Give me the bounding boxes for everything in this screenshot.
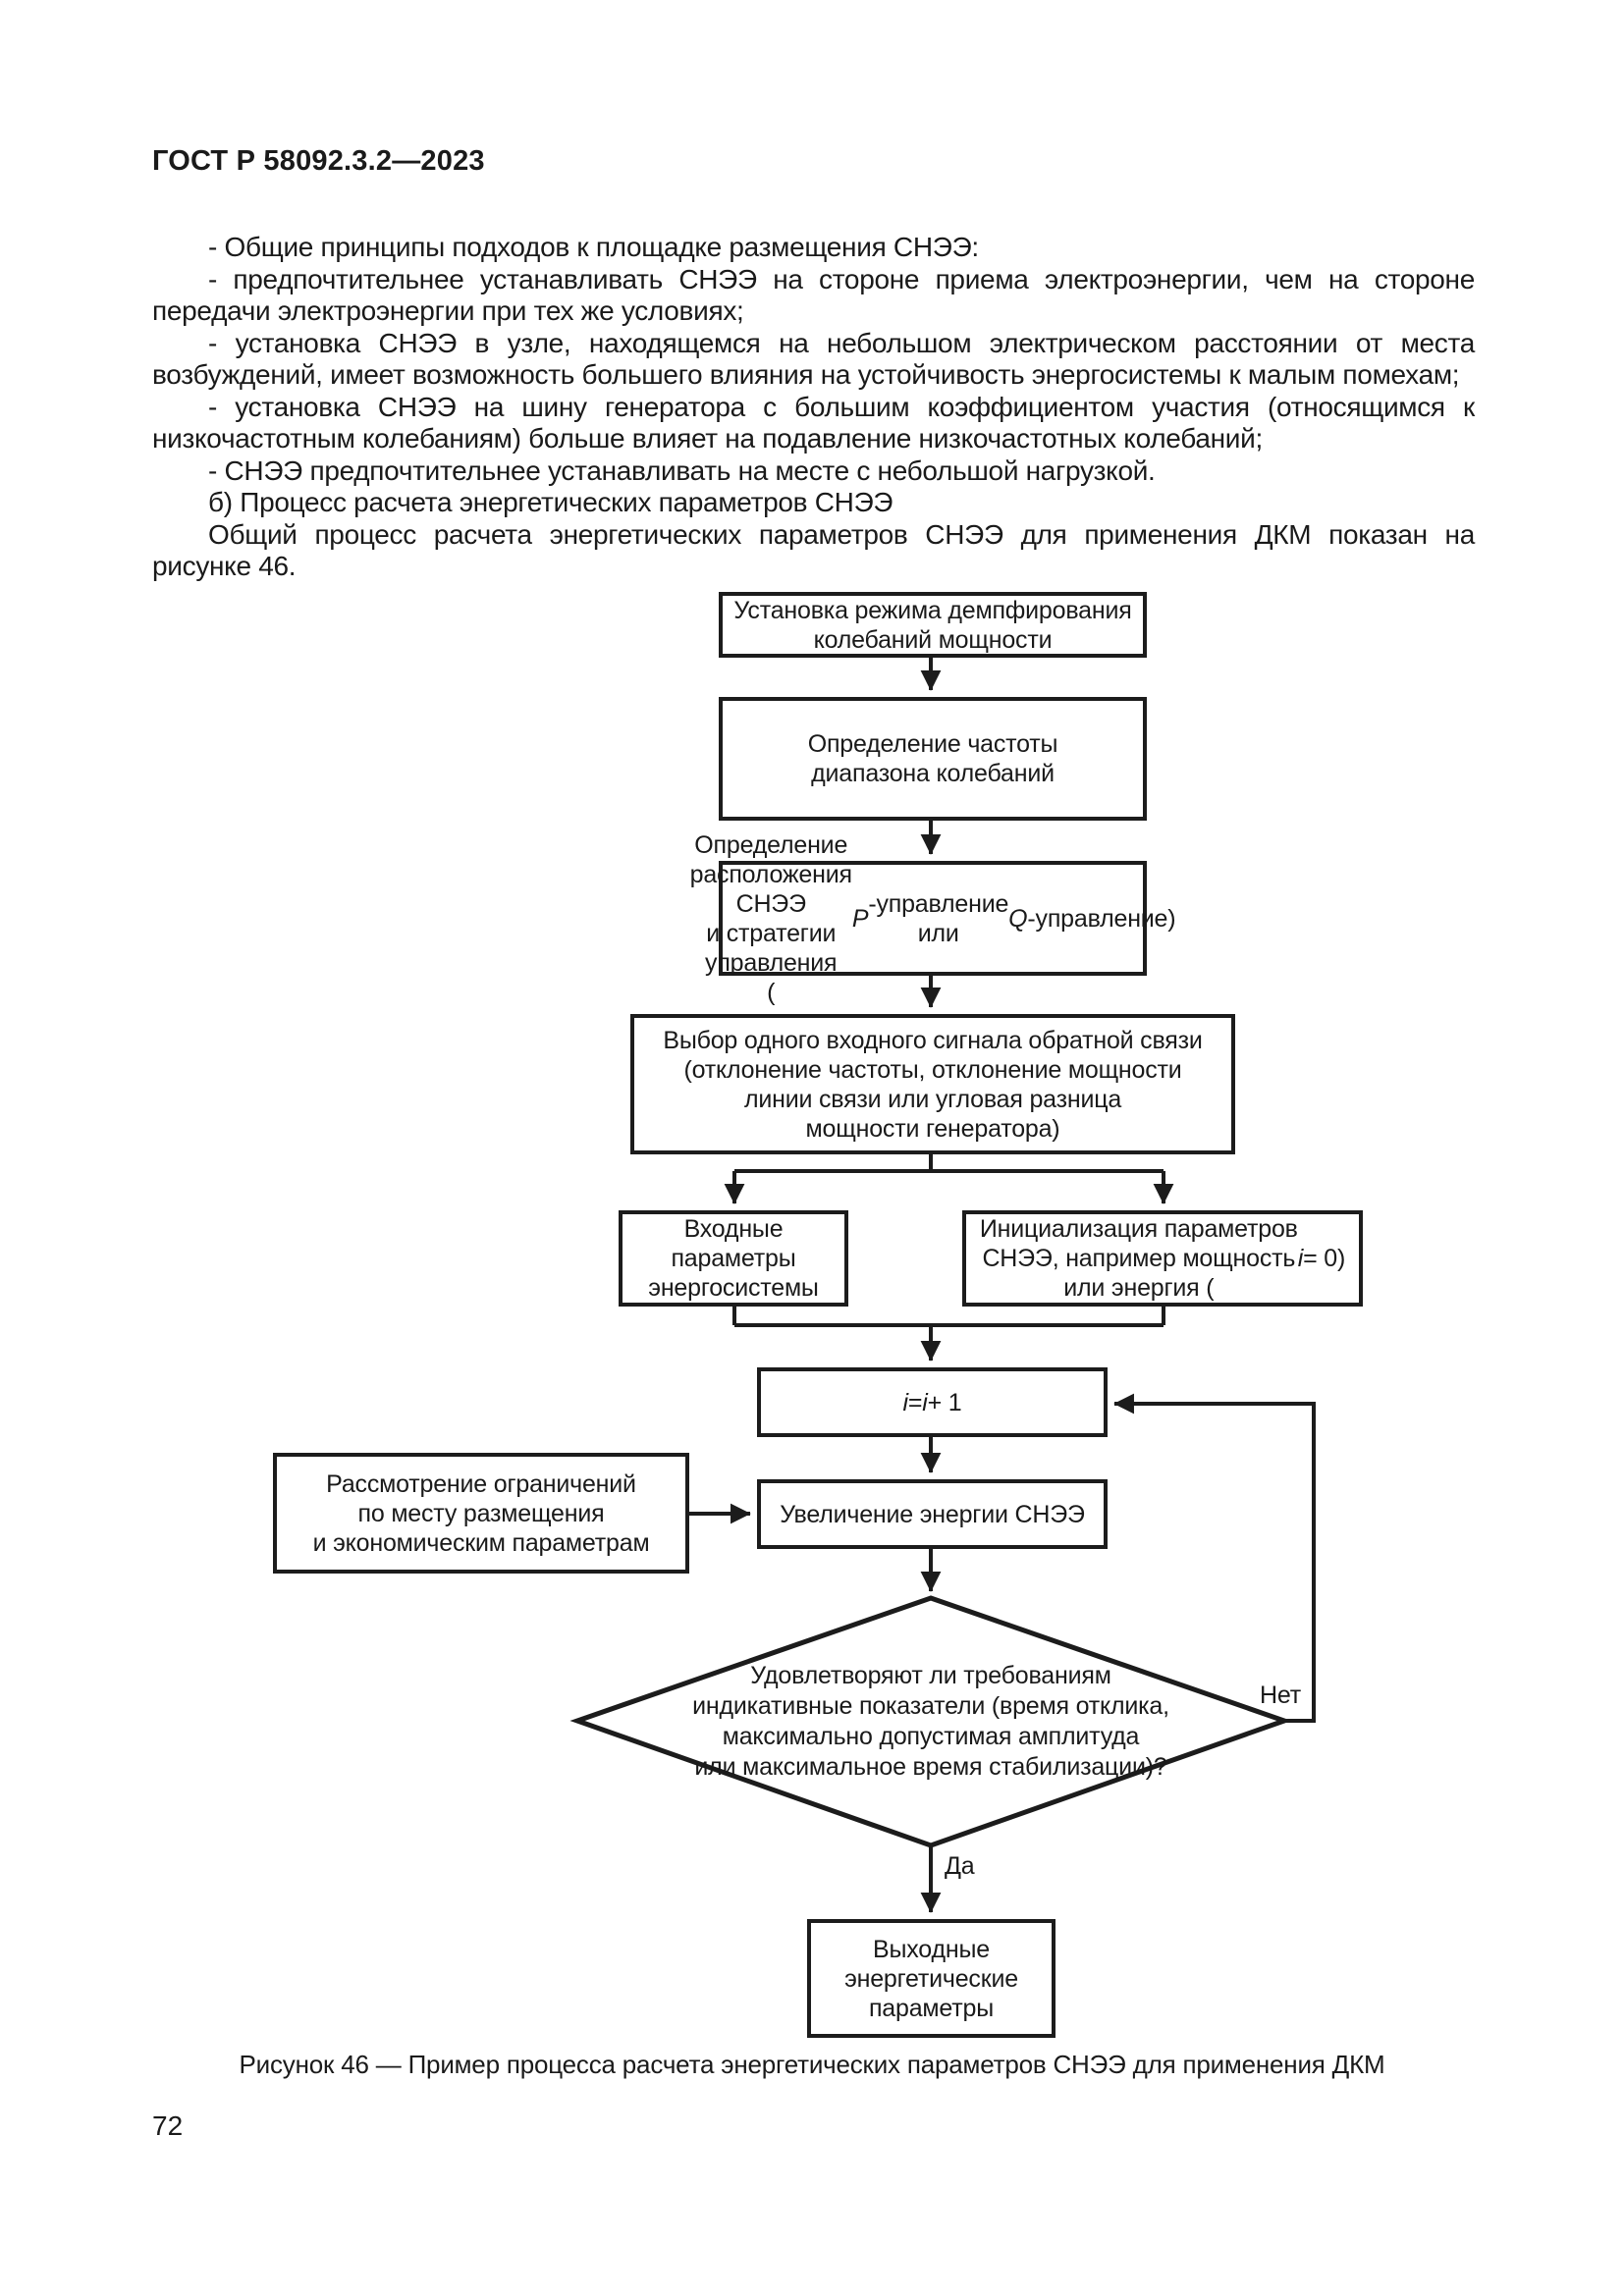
page-number: 72 xyxy=(152,2110,184,2141)
body-paragraph: б) Процесс расчета энергетических параме… xyxy=(208,487,893,517)
figure-caption: Рисунок 46 — Пример процесса расчета эне… xyxy=(239,2050,1385,2079)
flowchart-box-output-parameters: Выходные энергетические параметры xyxy=(807,1919,1056,2038)
flowchart-box-set-damping-mode: Установка режима демпфирования колебаний… xyxy=(719,592,1147,658)
decision-label-yes: Да xyxy=(945,1852,975,1880)
flowchart-box-define-location: Определение расположения СНЭЭ и стратеги… xyxy=(689,830,1176,1006)
feedback-no-connector xyxy=(1113,1393,1316,1723)
body-paragraph: - установка СНЭЭ на шину генератора с бо… xyxy=(152,391,1475,454)
flowchart-box-define-frequency: Определение частоты диапазона колебаний xyxy=(719,697,1147,821)
flowchart-box-init-parameters: Инициализация параметров СНЭЭ, например … xyxy=(962,1210,1363,1307)
flowchart-box-increase-energy: Увеличение энергии СНЭЭ xyxy=(757,1479,1108,1549)
flowchart-box-select-signal: Выбор одного входного сигнала обратной с… xyxy=(630,1014,1235,1154)
document-header: ГОСТ Р 58092.3.2—2023 xyxy=(152,145,485,177)
body-text: - Общие принципы подходов к площадке раз… xyxy=(152,232,1475,583)
body-paragraph: Общий процесс расчета энергетических пар… xyxy=(152,518,1475,582)
split-connector xyxy=(734,1154,1164,1173)
decision-diamond xyxy=(569,1595,1292,1848)
flowchart-box-constraints: Рассмотрение ограничений по месту размещ… xyxy=(273,1453,689,1574)
decision-diamond-text: Удовлетворяют ли требованиям индикативны… xyxy=(692,1662,1169,1781)
body-paragraph: - СНЭЭ предпочтительнее устанавливать на… xyxy=(208,454,1156,486)
merge-connector xyxy=(732,1307,1165,1327)
flowchart-box-iterate: i = i + 1 xyxy=(757,1367,1108,1437)
flowchart-box-input-parameters: Входные параметры энергосистемы xyxy=(619,1210,848,1307)
body-paragraph: - установка СНЭЭ в узле, находящемся на … xyxy=(152,327,1475,391)
body-paragraph: - предпочтительнее устанавливать СНЭЭ на… xyxy=(152,263,1475,327)
body-paragraph: - Общие принципы подходов к площадке раз… xyxy=(208,232,979,262)
decision-label-no: Нет xyxy=(1260,1682,1301,1709)
